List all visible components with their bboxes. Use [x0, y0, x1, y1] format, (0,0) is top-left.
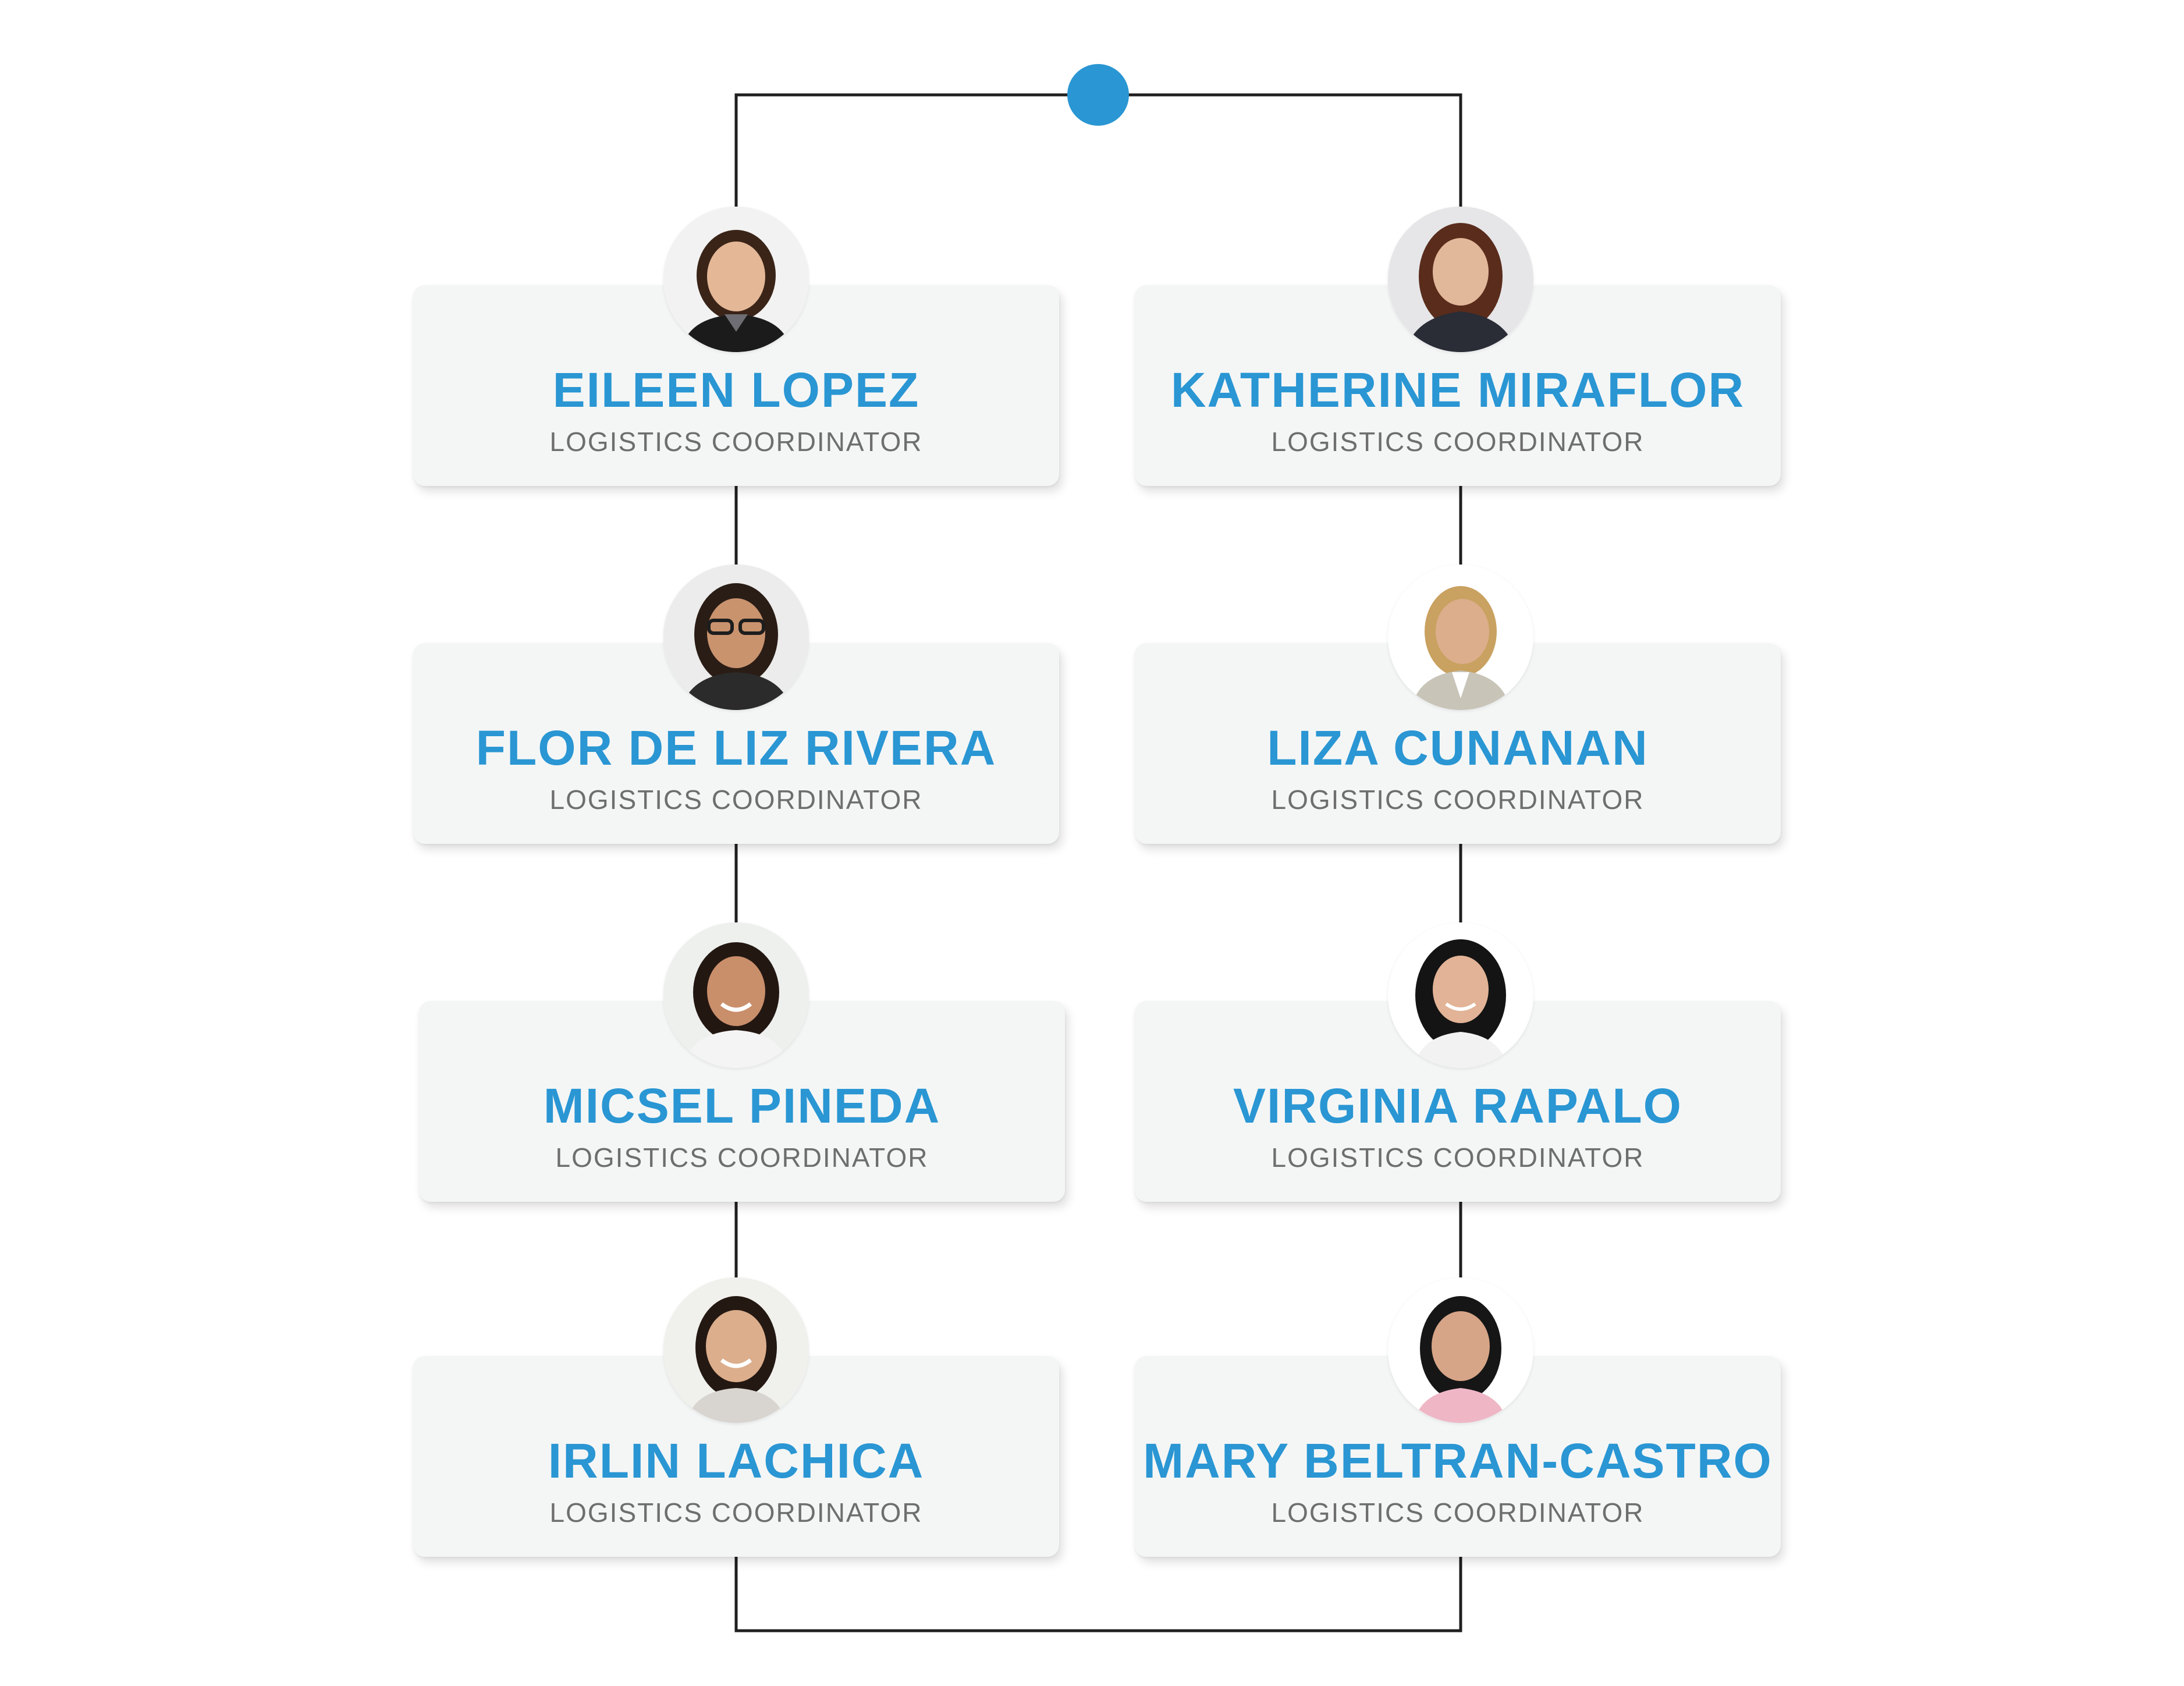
- member-photo: [1388, 207, 1533, 352]
- member-role: LOGISTICS COORDINATOR: [549, 785, 923, 815]
- member-photo: [1388, 1277, 1533, 1423]
- bottom-connector-frame: [734, 1554, 1462, 1632]
- member-name: KATHERINE MIRAFLOR: [1170, 363, 1745, 417]
- member-role: LOGISTICS COORDINATOR: [555, 1142, 929, 1173]
- member-card: EILEEN LOPEZ LOGISTICS COORDINATOR: [413, 285, 1059, 486]
- member-role: LOGISTICS COORDINATOR: [1271, 1142, 1645, 1173]
- member-name: LIZA CUNANAN: [1267, 720, 1649, 775]
- member-name: VIRGINIA RAPALO: [1233, 1078, 1682, 1133]
- member-photo: [663, 565, 809, 710]
- member-name: IRLIN LACHICA: [548, 1433, 925, 1488]
- member-role: LOGISTICS COORDINATOR: [1271, 1497, 1645, 1528]
- member-name: EILEEN LOPEZ: [552, 363, 920, 417]
- member-role: LOGISTICS COORDINATOR: [1271, 785, 1645, 815]
- member-card: KATHERINE MIRAFLOR LOGISTICS COORDINATOR: [1135, 285, 1781, 486]
- member-role: LOGISTICS COORDINATOR: [549, 1497, 923, 1528]
- member-photo: [1388, 565, 1533, 710]
- member-name: FLOR DE LIZ RIVERA: [475, 720, 997, 775]
- member-name: MICSEL PINEDA: [543, 1078, 941, 1133]
- member-name: MARY BELTRAN-CASTRO: [1143, 1433, 1773, 1488]
- member-photo: [1388, 922, 1533, 1068]
- member-role: LOGISTICS COORDINATOR: [549, 427, 923, 457]
- member-role: LOGISTICS COORDINATOR: [1271, 427, 1645, 457]
- top-root-node: [1067, 64, 1129, 126]
- member-photo: [663, 1277, 809, 1423]
- member-photo: [663, 922, 809, 1068]
- member-photo: [663, 207, 809, 352]
